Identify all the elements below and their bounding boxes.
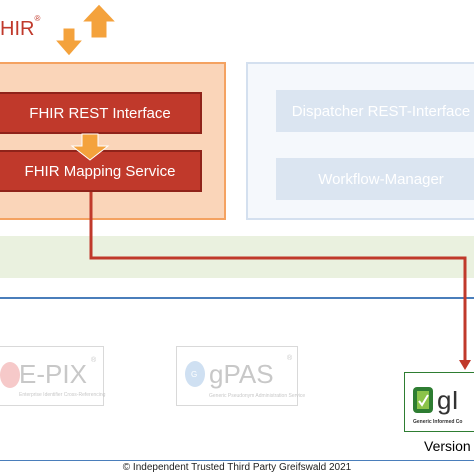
gics-logo-icon	[413, 387, 433, 413]
gics-name: gI	[437, 385, 459, 415]
gpas-subtitle: Generic Pseudonym Administration Service	[209, 393, 306, 399]
epix-logo-icon	[0, 362, 20, 388]
fhir-mapping-service-label: FHIR Mapping Service	[24, 162, 176, 180]
gpas-registered-mark: ®	[287, 355, 293, 362]
mapping-to-gics-connector	[89, 192, 467, 366]
registered-mark: ®	[34, 14, 41, 23]
dispatcher-rest-interface-box: Dispatcher REST-Interface	[276, 90, 474, 132]
fhir-panel: FHIR REST Interface FHIR Mapping Service	[0, 62, 226, 220]
fhir-logo-label: HIR	[0, 18, 35, 40]
gpas-card: G gPAS ® Generic Pseudonym Administratio…	[176, 346, 305, 406]
gics-card: gI Generic Informed Co	[404, 372, 474, 432]
dispatcher-panel: Dispatcher REST-Interface Workflow-Manag…	[246, 62, 474, 220]
workflow-manager-box: Workflow-Manager	[276, 158, 474, 200]
gics-subtitle: Generic Informed Co	[413, 419, 463, 425]
workflow-manager-label: Workflow-Manager	[318, 170, 444, 188]
version-label: Version	[424, 438, 471, 454]
gpas-name: gPAS	[209, 359, 274, 389]
outgoing-arrow	[80, 3, 118, 39]
dispatcher-rest-interface-label: Dispatcher REST-Interface	[291, 102, 471, 120]
footer-divider-line	[0, 460, 474, 461]
epix-name: E-PIX	[19, 359, 87, 389]
epix-subtitle: Enterprise Identifier Cross-Referencing	[19, 392, 106, 398]
connector-arrowhead	[459, 360, 471, 370]
epix-card: E-PIX ® Enterprise Identifier Cross-Refe…	[0, 346, 106, 406]
internal-arrow	[70, 133, 110, 161]
layer-divider-line	[0, 297, 474, 299]
fhir-rest-interface-box: FHIR REST Interface	[0, 92, 202, 134]
fhir-rest-interface-label: FHIR REST Interface	[29, 104, 171, 122]
copyright-text: © Independent Trusted Third Party Greifs…	[122, 462, 352, 473]
epix-registered-mark: ®	[91, 357, 97, 364]
incoming-arrow	[53, 27, 85, 57]
gpas-logo-icon: G	[185, 361, 205, 387]
fhir-logo-text: HIR®	[0, 14, 40, 41]
svg-text:G: G	[191, 370, 197, 379]
